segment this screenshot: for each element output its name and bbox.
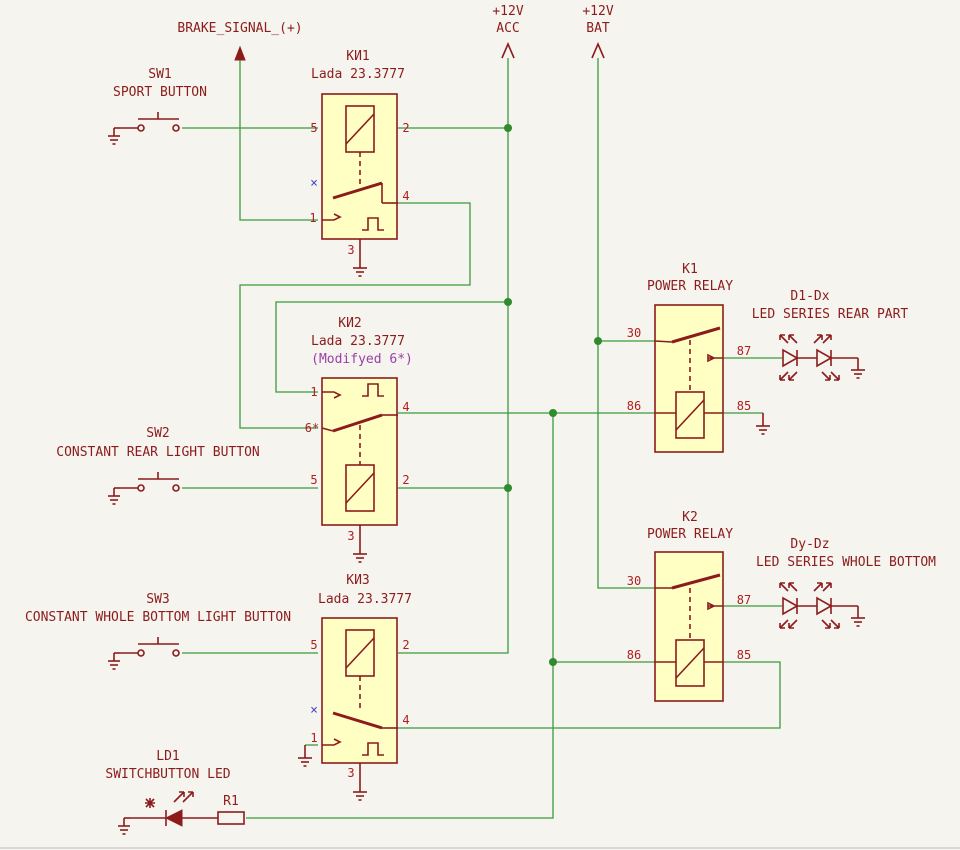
led-series-d1: D1-Dx LED SERIES REAR PART <box>752 289 909 381</box>
ki1-pin3: 3 <box>347 243 354 257</box>
d1-value: LED SERIES REAR PART <box>752 307 909 322</box>
ki1-pin5: 5 <box>310 121 317 135</box>
ki2-pin3: 3 <box>347 529 354 543</box>
k2-ref: K2 <box>682 510 698 525</box>
ki2-pin5: 5 <box>310 473 317 487</box>
d1-ref: D1-Dx <box>790 289 829 304</box>
ki3-pin2: 2 <box>402 638 409 652</box>
bat-name: BAT <box>586 21 610 36</box>
brake-signal-text: BRAKE_SIGNAL_(+) <box>177 21 302 36</box>
ki2-pin1: 1 <box>310 385 317 399</box>
acc-voltage: +12V <box>492 4 523 19</box>
dy-value: LED SERIES WHOLE BOTTOM <box>756 555 936 570</box>
sw2-value: CONSTANT REAR LIGHT BUTTON <box>56 445 260 460</box>
ki1-pin1: 1 <box>309 211 316 225</box>
ld1-value: SWITCHBUTTON LED <box>105 767 230 782</box>
svg-text:×: × <box>310 176 318 191</box>
sw1-ref: SW1 <box>148 67 171 82</box>
power-acc: +12V ACC <box>492 4 524 59</box>
ki3-pin1: 1 <box>310 731 317 745</box>
junction-dots <box>504 124 602 666</box>
power-bat: +12V BAT <box>582 4 614 59</box>
sw1-value: SPORT BUTTON <box>113 85 207 100</box>
ki1-ref: КИ1 <box>346 49 369 64</box>
power-relay-k1: K1 POWER RELAY 30 87 86 85 <box>627 262 771 453</box>
ki1-pin4: 4 <box>402 189 409 203</box>
relay-ki3: КИ3 Lada 23.3777 × 5 2 4 1 3 <box>297 573 412 801</box>
r1-ref: R1 <box>223 794 239 809</box>
ki3-pin3: 3 <box>347 766 354 780</box>
ki2-pin6: 6* <box>305 421 319 435</box>
ki2-pin4: 4 <box>402 400 409 414</box>
relay-ki2: КИ2 Lada 23.3777 (Modifyed 6*) 1 6* 4 5 … <box>305 316 413 563</box>
led-ld1: LD1 SWITCHBUTTON LED <box>105 749 231 835</box>
k2-pin30: 30 <box>627 574 641 588</box>
k1-value: POWER RELAY <box>647 279 733 294</box>
acc-name: ACC <box>496 21 519 36</box>
bat-voltage: +12V <box>582 4 613 19</box>
wires <box>182 58 782 819</box>
ki2-pin2: 2 <box>402 473 409 487</box>
sw2-ref: SW2 <box>146 426 169 441</box>
relay-ki1: КИ1 Lada 23.3777 × 5 2 4 1 3 <box>309 49 410 277</box>
k1-pin85: 85 <box>737 399 751 413</box>
k1-pin30: 30 <box>627 326 641 340</box>
ki3-pin5: 5 <box>310 638 317 652</box>
ki2-value: Lada 23.3777 <box>311 334 405 349</box>
ld1-ref: LD1 <box>156 749 179 764</box>
k1-pin87: 87 <box>737 344 751 358</box>
svg-text:×: × <box>310 703 318 718</box>
k1-ref: K1 <box>682 262 698 277</box>
bat-arrow-icon <box>591 41 605 59</box>
ki3-value: Lada 23.3777 <box>318 592 412 607</box>
dy-ref: Dy-Dz <box>790 537 829 552</box>
switch-sw3: SW3 CONSTANT WHOLE BOTTOM LIGHT BUTTON <box>25 592 291 670</box>
led-series-dy: Dy-Dz LED SERIES WHOLE BOTTOM <box>756 537 936 629</box>
switch-sw1: SW1 SPORT BUTTON <box>107 67 207 145</box>
power-relay-k2: K2 POWER RELAY 30 87 86 85 <box>627 510 751 702</box>
resistor-r1: R1 <box>217 794 245 825</box>
switch-sw2: SW2 CONSTANT REAR LIGHT BUTTON <box>56 426 260 505</box>
ki2-ref: КИ2 <box>338 316 361 331</box>
ki1-value: Lada 23.3777 <box>311 67 405 82</box>
sw3-ref: SW3 <box>146 592 169 607</box>
k2-pin85: 85 <box>737 648 751 662</box>
k2-pin87: 87 <box>737 593 751 607</box>
ki3-ref: КИ3 <box>346 573 369 588</box>
ki1-pin2: 2 <box>402 121 409 135</box>
brake-signal-label: BRAKE_SIGNAL_(+) <box>177 21 303 61</box>
ki2-note: (Modifyed 6*) <box>311 352 413 367</box>
k2-pin86: 86 <box>627 648 641 662</box>
sw3-value: CONSTANT WHOLE BOTTOM LIGHT BUTTON <box>25 610 291 625</box>
k2-value: POWER RELAY <box>647 527 733 542</box>
brake-arrow-icon <box>234 45 246 61</box>
acc-arrow-icon <box>501 41 515 59</box>
k1-pin86: 86 <box>627 399 641 413</box>
ki3-pin4: 4 <box>402 713 409 727</box>
